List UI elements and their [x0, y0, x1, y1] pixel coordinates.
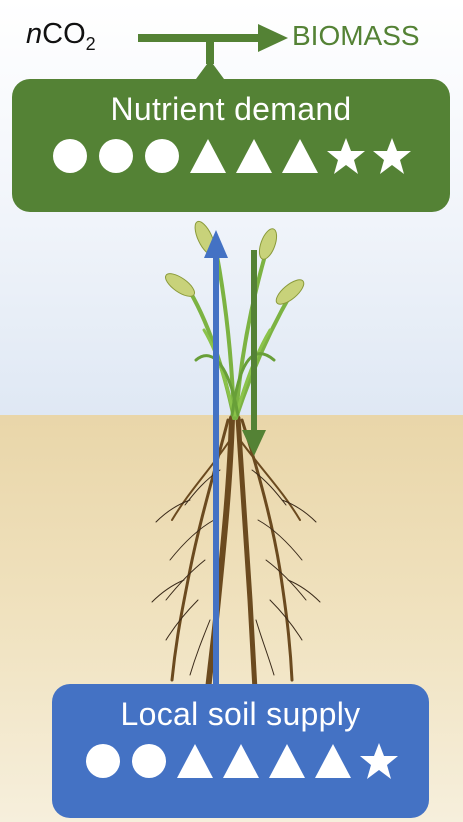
circle-icon [129, 741, 169, 781]
triangle-icon [313, 741, 353, 781]
triangle-icon [280, 136, 320, 176]
nutrient-demand-box: Nutrient demand [12, 79, 450, 212]
co2-main: CO [42, 18, 86, 50]
star-icon [372, 136, 412, 176]
triangle-icon [234, 136, 274, 176]
co2-subscript: 2 [86, 34, 96, 54]
co2-prefix: n [26, 18, 42, 50]
nutrient-demand-symbols [12, 136, 450, 176]
circle-icon [96, 136, 136, 176]
circle-icon [50, 136, 90, 176]
header-row: nCO2 BIOMASS [0, 0, 463, 70]
star-icon [359, 741, 399, 781]
soil-supply-box: Local soil supply [52, 684, 429, 818]
triangle-icon [267, 741, 307, 781]
circle-icon [83, 741, 123, 781]
star-icon [326, 136, 366, 176]
soil-supply-symbols [52, 741, 429, 781]
triangle-icon [175, 741, 215, 781]
nutrient-demand-title: Nutrient demand [12, 91, 450, 128]
circle-icon [142, 136, 182, 176]
triangle-icon [188, 136, 228, 176]
soil-supply-title: Local soil supply [52, 696, 429, 733]
biomass-label: BIOMASS [292, 20, 420, 52]
triangle-icon [221, 741, 261, 781]
co2-label: nCO2 [26, 18, 96, 55]
